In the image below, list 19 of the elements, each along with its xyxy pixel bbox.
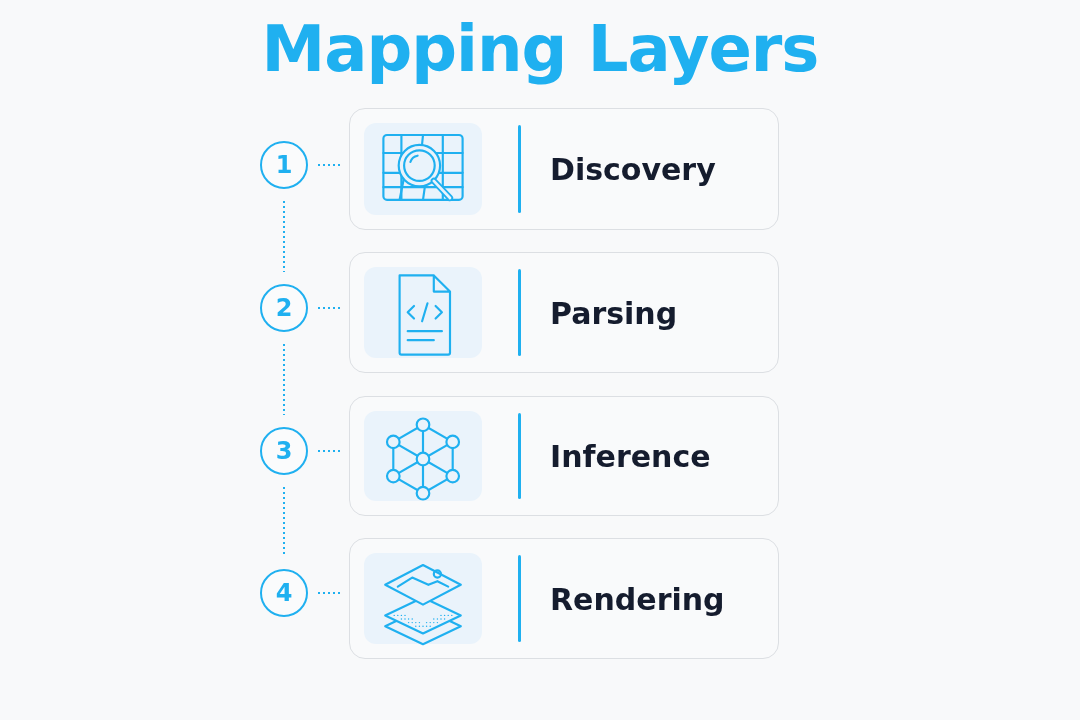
step-label: Parsing bbox=[550, 295, 678, 330]
step-label: Discovery bbox=[550, 151, 716, 187]
dotted-connector bbox=[283, 200, 285, 273]
step-card bbox=[349, 108, 779, 230]
step-number: 4 bbox=[275, 579, 293, 607]
step-number-circle bbox=[260, 141, 308, 189]
dotted-connector bbox=[283, 343, 285, 416]
step-card bbox=[349, 252, 779, 373]
step-number-circle bbox=[260, 427, 308, 475]
step-number: 1 bbox=[275, 151, 293, 179]
step-number: 2 bbox=[275, 294, 293, 322]
step-number-circle bbox=[260, 284, 308, 332]
step-card bbox=[349, 538, 779, 659]
title: Mapping Layers bbox=[260, 12, 820, 86]
step-number: 3 bbox=[275, 437, 293, 465]
step-label: Inference bbox=[550, 438, 711, 474]
step-card bbox=[349, 396, 779, 516]
step-number-circle bbox=[260, 569, 308, 617]
step-label: Rendering bbox=[550, 581, 725, 616]
